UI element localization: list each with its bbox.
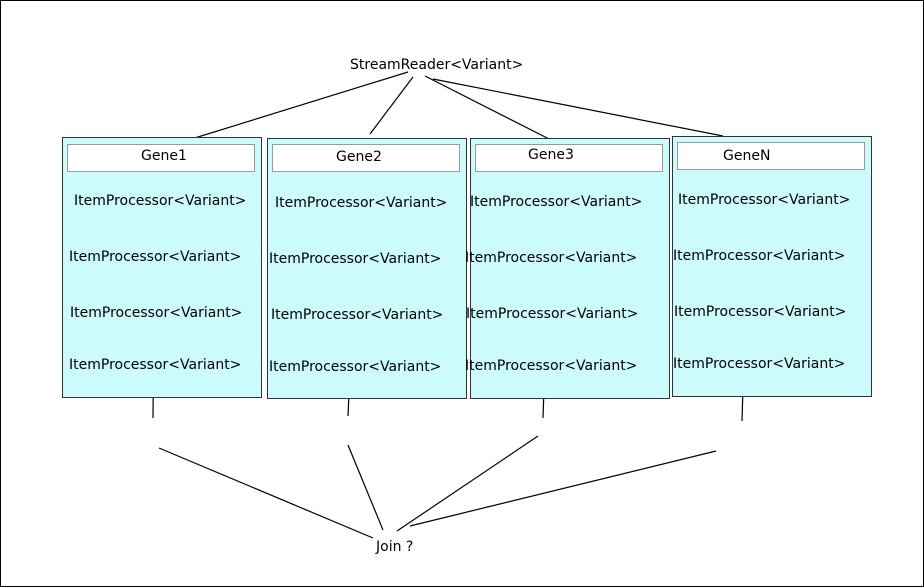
processor-label: ItemProcessor<Variant>: [271, 307, 444, 323]
gene-box-3: [470, 138, 670, 399]
processor-label: ItemProcessor<Variant>: [69, 357, 242, 373]
processor-label: ItemProcessor<Variant>: [465, 358, 638, 374]
gene-title: Gene1: [141, 148, 187, 164]
gene-header-n: GeneN: [677, 142, 865, 170]
processor-label: ItemProcessor<Variant>: [678, 192, 851, 208]
gene-box-1: [62, 137, 262, 398]
gene-title: Gene3: [528, 147, 574, 163]
processor-label: ItemProcessor<Variant>: [69, 249, 242, 265]
processor-label: ItemProcessor<Variant>: [275, 195, 448, 211]
gene-header-1: Gene1: [67, 144, 255, 172]
gene-box-n: [672, 136, 872, 397]
gene-title: Gene2: [336, 149, 382, 165]
processor-label: ItemProcessor<Variant>: [269, 359, 442, 375]
processor-label: ItemProcessor<Variant>: [465, 250, 638, 266]
gene-header-2: Gene2: [272, 144, 460, 172]
gene-title: GeneN: [723, 148, 771, 164]
processor-label: ItemProcessor<Variant>: [70, 305, 243, 321]
processor-label: ItemProcessor<Variant>: [466, 306, 639, 322]
processor-label: ItemProcessor<Variant>: [673, 248, 846, 264]
processor-label: ItemProcessor<Variant>: [673, 356, 846, 372]
gene-header-3: Gene3: [475, 144, 663, 172]
source-label: StreamReader<Variant>: [350, 57, 524, 73]
processor-label: ItemProcessor<Variant>: [674, 304, 847, 320]
processor-label: ItemProcessor<Variant>: [269, 251, 442, 267]
sink-label: Join ?: [376, 539, 414, 555]
processor-label: ItemProcessor<Variant>: [470, 194, 643, 210]
processor-label: ItemProcessor<Variant>: [74, 193, 247, 209]
gene-box-2: [267, 138, 467, 399]
